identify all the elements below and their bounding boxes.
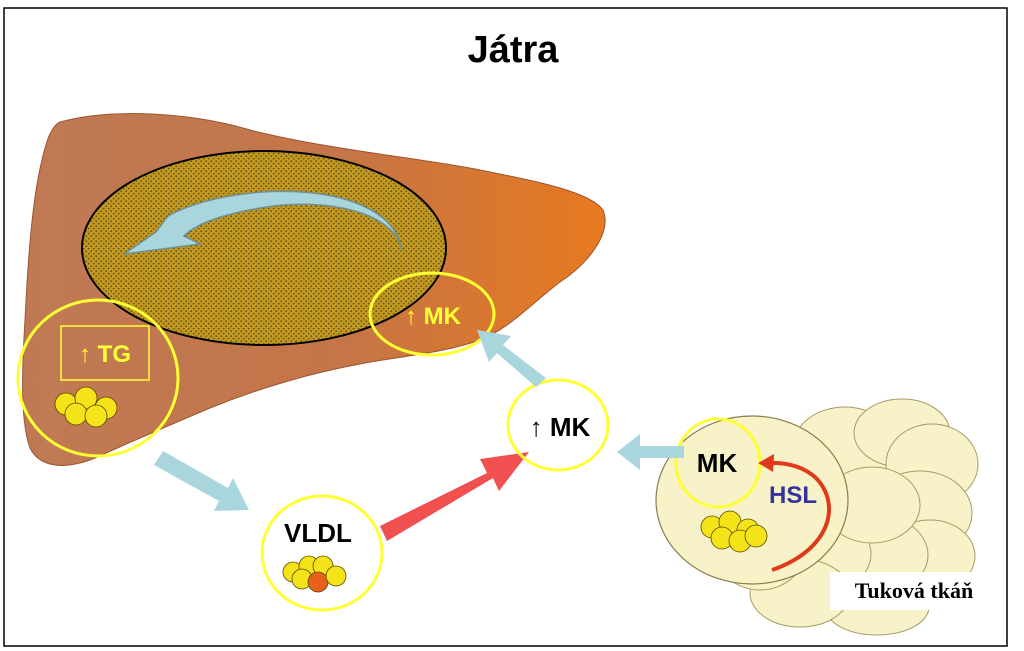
fat-accumulation-ellipse [81,150,447,346]
adipose-lipid-droplets [700,510,768,553]
vldl-lipid-droplets [282,555,347,593]
liver-mk-circle [368,271,496,357]
adipose-mk-label: MK [697,448,738,478]
arrow-blood-to-liver [477,330,546,387]
liver-lipid-droplets [54,386,118,428]
blood-mk-label: ↑ MK [530,412,591,442]
arrow-liver-to-vldl [154,451,249,511]
arrow-adipose-to-blood [617,434,684,470]
hsl-arrowhead-icon [758,454,774,472]
hsl-label: HSL [769,482,817,509]
liver-mk-label: ↑ MK [405,303,462,330]
adipose-label-bg [830,572,998,610]
curved-arrow-icon [123,190,403,255]
tg-box [60,325,150,381]
adipocyte [655,415,849,585]
hsl-curved-arrow [765,460,831,572]
vldl-circle [260,494,384,612]
adipose-tissue-label: Tuková tkáň [855,578,973,603]
blood-mk-circle [506,378,610,472]
liver-tg-circle [16,298,180,458]
arrow-vldl-to-blood-mk [380,452,529,541]
liver-tg-label: ↑ TG [79,341,131,368]
vldl-label: VLDL [284,518,352,548]
title: Játra [468,29,560,71]
